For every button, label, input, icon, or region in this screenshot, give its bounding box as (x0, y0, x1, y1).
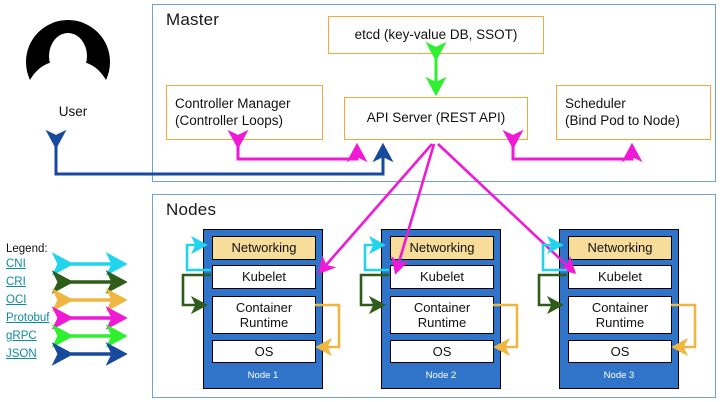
node-1-networking[interactable]: Networking (212, 236, 316, 260)
node-1-os[interactable]: OS (212, 340, 316, 363)
controller-manager-line1: Controller Manager (175, 95, 291, 111)
api-server-label: API Server (REST API) (366, 110, 506, 126)
legend-label-grpc[interactable]: gRPC (6, 330, 37, 342)
legend-row-json: JSON (6, 342, 146, 366)
legend-arrow-oci (51, 288, 128, 312)
legend-arrow-grpc (51, 324, 128, 348)
etcd-box[interactable]: etcd (key-value DB, SSOT) (328, 16, 544, 54)
node-3-os[interactable]: OS (568, 340, 672, 363)
controller-manager-box[interactable]: Controller Manager (Controller Loops) (166, 85, 323, 140)
node-2-name: Node 2 (425, 370, 457, 381)
node-3-name: Node 3 (603, 370, 635, 381)
node-2-networking[interactable]: Networking (390, 236, 494, 260)
legend-arrow-protobuf (51, 306, 128, 330)
legend-row-grpc: gRPC (6, 324, 146, 348)
legend-label-oci[interactable]: OCI (6, 294, 27, 306)
legend-row-cri: CRI (6, 270, 146, 294)
layer-label: Networking (409, 240, 475, 256)
node-1-container-runtime[interactable]: Container Runtime (212, 296, 316, 334)
node-2-container-runtime[interactable]: Container Runtime (390, 296, 494, 334)
layer-label: OS (610, 343, 630, 359)
layer-label: Container Runtime (235, 299, 293, 330)
node-3-kubelet[interactable]: Kubelet (568, 265, 672, 289)
layer-label: OS (432, 343, 452, 359)
scheduler-box[interactable]: Scheduler (Bind Pod to Node) (556, 85, 711, 140)
user-group: User (18, 16, 128, 119)
legend-title: Legend: (6, 243, 48, 255)
node-3-networking[interactable]: Networking (568, 236, 672, 260)
legend-label-json[interactable]: JSON (6, 348, 37, 360)
legend-row-cni: CNI (6, 252, 146, 276)
layer-label: Networking (231, 240, 297, 256)
node-2-os[interactable]: OS (390, 340, 494, 363)
legend-row-oci: OCI (6, 288, 146, 312)
node-3-container-runtime[interactable]: Container Runtime (568, 296, 672, 334)
etcd-label: etcd (key-value DB, SSOT) (354, 26, 518, 42)
layer-label: Kubelet (597, 269, 643, 285)
user-label: User (58, 104, 88, 119)
layer-label: Container Runtime (413, 299, 471, 330)
layer-label: Kubelet (419, 269, 465, 285)
legend-arrow-json (51, 342, 128, 366)
layer-label: Container Runtime (591, 299, 649, 330)
node-3[interactable]: Networking Kubelet Container Runtime OS … (559, 229, 679, 389)
node-1-kubelet[interactable]: Kubelet (212, 265, 316, 289)
node-2-kubelet[interactable]: Kubelet (390, 265, 494, 289)
legend-label-protobuf[interactable]: Protobuf (6, 312, 50, 324)
master-title: Master (166, 10, 220, 29)
node-1-name: Node 1 (247, 370, 279, 381)
layer-label: Kubelet (241, 269, 287, 285)
legend-arrow-cni (51, 252, 128, 276)
node-2[interactable]: Networking Kubelet Container Runtime OS … (381, 229, 501, 389)
legend-row-protobuf: Protobuf (6, 306, 146, 330)
legend: Legend: CNI CRI OCI Protobuf gRPC JSON (6, 243, 146, 366)
scheduler-line2: (Bind Pod to Node) (565, 112, 680, 128)
node-1[interactable]: Networking Kubelet Container Runtime OS … (203, 229, 323, 389)
layer-label: Networking (587, 240, 653, 256)
layer-label: OS (254, 343, 274, 359)
api-server-box[interactable]: API Server (REST API) (344, 97, 528, 140)
legend-label-cri[interactable]: CRI (6, 276, 26, 288)
controller-manager-line2: (Controller Loops) (175, 112, 284, 128)
user-avatar-icon (18, 16, 128, 104)
legend-label-cni[interactable]: CNI (6, 258, 26, 270)
legend-arrow-cri (51, 270, 128, 294)
scheduler-line1: Scheduler (565, 95, 626, 111)
nodes-title: Nodes (166, 200, 217, 219)
